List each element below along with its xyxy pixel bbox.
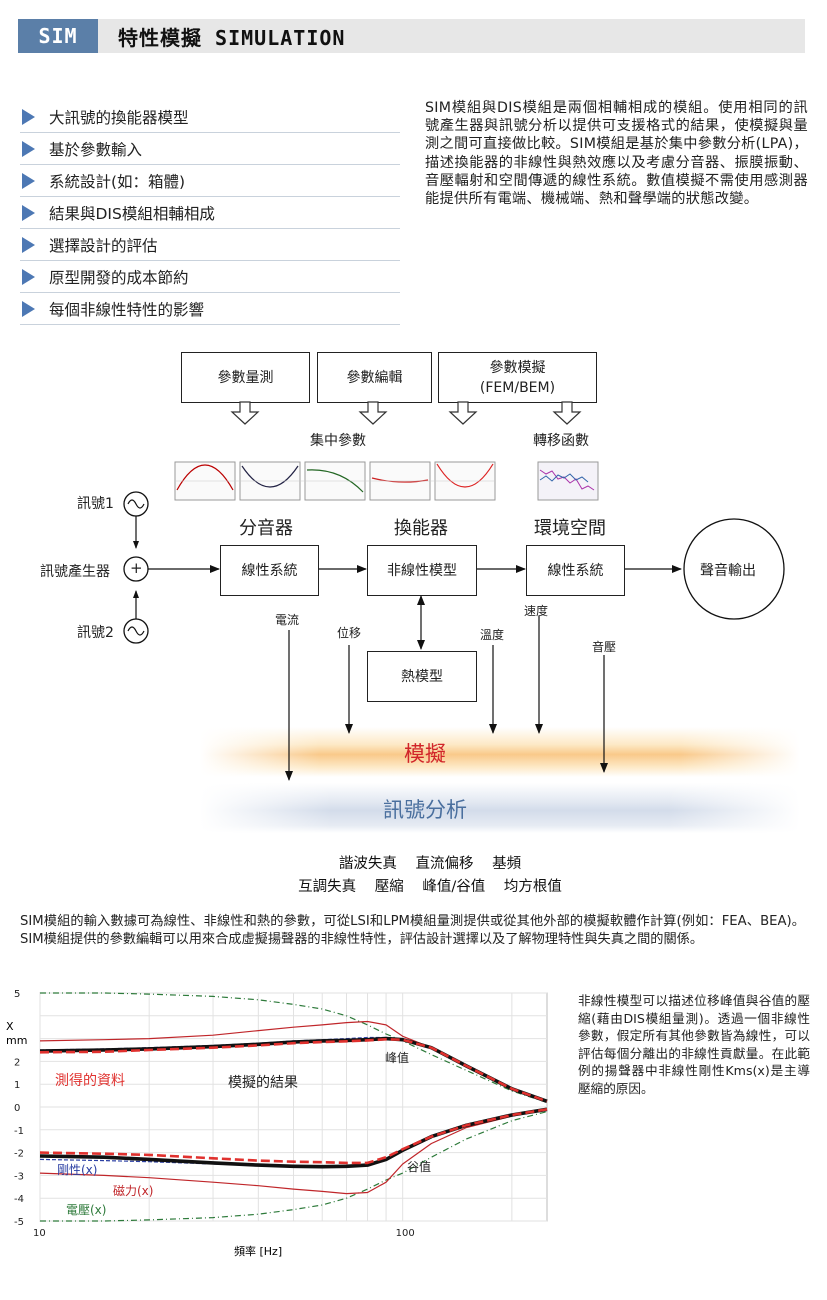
x-tick-labels: 10 100 (33, 1228, 415, 1239)
header-bar (18, 19, 805, 53)
transfer-function-label: 轉移函數 (533, 433, 589, 449)
feature-item: 基於參數輸入 (20, 134, 400, 165)
environment-linear-box: 線性系統 (526, 545, 625, 596)
displacement-label: 位移 (337, 626, 362, 640)
series-line-mag-valley (39, 1108, 548, 1195)
bullet-triangle-icon (22, 109, 35, 125)
metrics-line-1: 諧波失真 直流偏移 基頻 (338, 856, 522, 872)
y-tick-label: -5 (14, 1217, 24, 1228)
y-tick-label: 1 (14, 1080, 20, 1091)
y-tick-labels: 5 2 1 0 -1 -2 -3 -4 -5 (14, 990, 24, 1228)
bullet-triangle-icon (22, 205, 35, 221)
bullet-triangle-icon (22, 173, 35, 189)
y-tick-label: 0 (14, 1103, 20, 1114)
valley-annotation: 谷值 (407, 1159, 431, 1174)
simulated-result-annotation: 模擬的結果 (228, 1075, 298, 1091)
feature-item: 系統設計(如：箱體) (20, 166, 400, 197)
y-tick-label: -4 (14, 1194, 24, 1205)
transducer-title: 換能器 (394, 518, 448, 539)
sound-output-label: 聲音輸出 (700, 563, 756, 579)
feature-item: 每個非線性特性的影響 (20, 294, 400, 325)
sound-output-circle (683, 518, 785, 620)
y-axis-label-unit: mm (6, 1034, 27, 1047)
signal-flow-diagram (123, 401, 785, 781)
simulation-band-fade (200, 727, 800, 777)
bullet-triangle-icon (22, 141, 35, 157)
y-tick-label: -3 (14, 1171, 24, 1182)
bullet-triangle-icon (22, 237, 35, 253)
analysis-band-fade (200, 783, 800, 833)
feature-item: 大訊號的換能器模型 (20, 102, 400, 133)
metrics-line-2: 互調失真 壓縮 峰值/谷值 均方根值 (298, 879, 562, 895)
y-tick-label: -1 (14, 1126, 24, 1137)
nonlinear-model-box: 非線性模型 (367, 545, 477, 596)
parameter-editing-box: 參數編輯 (317, 352, 432, 403)
signal-chain-arrows (148, 565, 682, 781)
sim-badge: SIM (18, 19, 98, 53)
x-tick-label: 10 (33, 1228, 46, 1239)
x-axis-label: 頻率 [Hz] (234, 1244, 282, 1258)
series-line-meas-valley (39, 1108, 548, 1165)
stiffness-annotation: 剛性(x) (57, 1163, 97, 1177)
pressure-label: 音壓 (592, 640, 617, 654)
crossover-title: 分音器 (239, 518, 293, 539)
voltage-annotation: 電壓(x) (66, 1203, 106, 1217)
feature-list: 大訊號的換能器模型 基於參數輸入 系統設計(如：箱體) 結果與DIS模組相輔相成… (20, 102, 400, 326)
series-line-meas-peak (39, 1038, 548, 1103)
hollow-arrows (230, 401, 582, 425)
lumped-parameters-label: 集中參數 (310, 433, 366, 449)
y-tick-label: 2 (14, 1057, 20, 1068)
series-line-volt-valley (40, 1111, 548, 1222)
temperature-label: 溫度 (480, 628, 505, 642)
velocity-label: 速度 (524, 604, 549, 618)
signal-analysis-label: 訊號分析 (383, 798, 467, 822)
crossover-linear-box: 線性系統 (220, 545, 319, 596)
chart-note-paragraph: 非線性模型可以描述位移峰值與谷值的壓縮(藉由DIS模組量測)。透過一個非線性參數… (578, 993, 810, 1096)
current-label: 電流 (275, 613, 300, 627)
signal1-label: 訊號1 (77, 496, 114, 512)
bullet-triangle-icon (22, 301, 35, 317)
series-line-volt-peak (40, 992, 548, 1103)
peak-annotation: 峰值 (385, 1050, 409, 1065)
feature-item: 選擇設計的評估 (20, 230, 400, 261)
y-tick-label: 5 (14, 990, 20, 1000)
simulation-label: 模擬 (404, 742, 446, 766)
page-title: 特性模擬 SIMULATION (118, 26, 346, 50)
feature-item: 結果與DIS模組相輔相成 (20, 198, 400, 229)
signal2-label: 訊號2 (77, 625, 114, 641)
bullet-triangle-icon (22, 269, 35, 285)
parameter-simulation-box: 參數模擬 (FEM/BEM) (438, 352, 597, 403)
signal-generator-label: 訊號產生器 (40, 564, 110, 580)
environment-title: 環境空間 (534, 518, 606, 539)
parameter-measurement-box: 參數量測 (181, 352, 310, 403)
chart-series (39, 992, 548, 1222)
sum-plus-icon: + (130, 559, 143, 577)
thermal-model-box: 熱模型 (367, 651, 477, 702)
parameter-curve-thumbnails (174, 461, 599, 501)
feature-item: 原型開發的成本節約 (20, 262, 400, 293)
signal-sources (123, 491, 149, 644)
intro-paragraph: SIM模組與DIS模組是兩個相輔相成的模組。使用相同的訊號產生器與訊號分析以提供… (425, 100, 808, 208)
y-tick-label: -2 (14, 1149, 24, 1160)
measured-data-annotation: 測得的資料 (55, 1072, 125, 1089)
input-data-paragraph: SIM模組的輸入數據可為線性、非線性和熱的參數，可從LSI和LPM模組量測提供或… (20, 914, 805, 947)
x-tick-label: 100 (396, 1228, 415, 1239)
y-axis-label-x: X (6, 1020, 14, 1033)
magnetic-annotation: 磁力(x) (113, 1183, 153, 1198)
